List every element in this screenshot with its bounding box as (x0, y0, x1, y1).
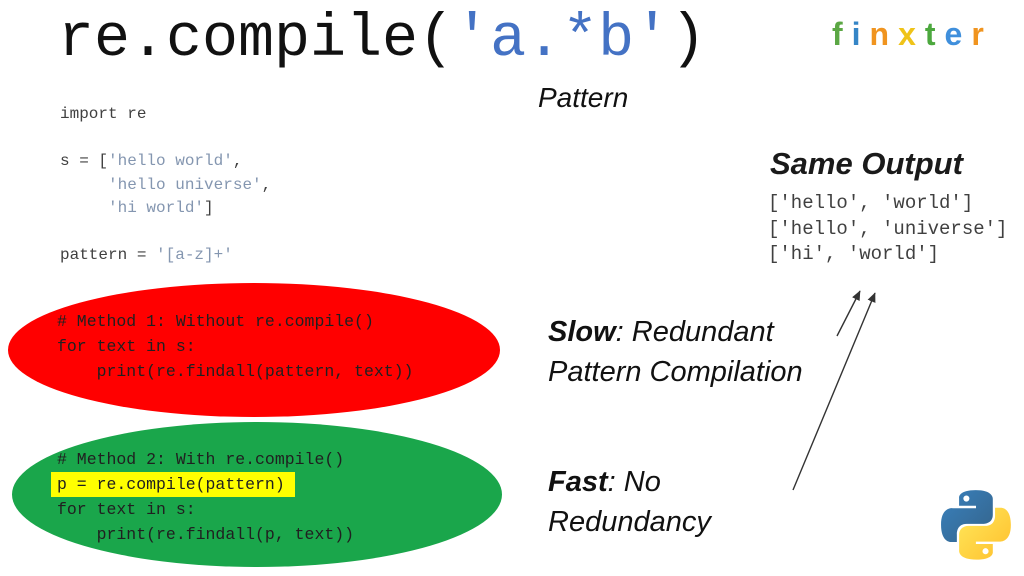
code-line: # Method 1: Without re.compile() (57, 312, 374, 331)
code-line: # Method 2: With re.compile() (57, 450, 345, 469)
code-line (60, 127, 271, 151)
python-logo-icon (941, 490, 1011, 560)
fast-rest: : No (607, 466, 661, 498)
title-prefix: re.compile( (58, 6, 455, 74)
setup-code-block: import re s = ['hello world', 'hello uni… (60, 103, 271, 268)
same-output-heading: Same Output (770, 146, 963, 181)
code-line: 'hi world'] (108, 199, 214, 217)
output-line: ['hello', 'world'] (768, 192, 974, 214)
output-line: ['hi', 'world'] (768, 243, 940, 265)
python-logo-blue-snake (941, 490, 993, 543)
code-line: pattern = '[a-z]+' (60, 246, 233, 264)
brand-letter: t (924, 16, 945, 52)
code-line: for text in s: (57, 337, 196, 356)
arrow-fast-to-output (792, 292, 876, 491)
brand-letter: i (851, 16, 870, 52)
code-line: print(re.findall(pattern, text)) (57, 362, 414, 381)
output-line: ['hello', 'universe'] (768, 217, 1008, 240)
python-logo-yellow-snake (959, 507, 1011, 560)
brand-letter: r (971, 16, 993, 52)
brand-letter: n (869, 16, 899, 52)
code-line: s = ['hello world', (60, 152, 243, 170)
title-pattern-arg: 'a.*b' (454, 6, 671, 74)
code-line: import re (60, 105, 147, 123)
slow-rest: : Redundant (615, 316, 774, 348)
title-suffix: ) (670, 6, 707, 74)
brand-letter: x (898, 16, 925, 52)
slide-title: re.compile('a.*b') (58, 2, 706, 78)
brand-letter: e (944, 16, 972, 52)
code-line: 'hello universe', (108, 175, 272, 194)
code-line: p = re.compile(pattern) (51, 472, 295, 497)
slow-line2: Pattern Compilation (548, 356, 803, 388)
brand-letter: f (832, 16, 852, 52)
method2-code-block: # Method 2: With re.compile() p = re.comp… (51, 447, 355, 547)
finxter-logo: finxter (832, 16, 993, 53)
output-block: ['hello', 'world'] ['hello', 'universe']… (768, 191, 1007, 268)
fast-line2: Redundancy (548, 506, 711, 538)
arrow-slow-to-output (836, 290, 861, 337)
fast-word: Fast (548, 466, 608, 498)
slow-word: Slow (548, 316, 616, 348)
pattern-annotation-label: Pattern (538, 82, 629, 113)
method1-red-ellipse (8, 283, 500, 417)
code-line: print(re.findall(p, text)) (57, 525, 355, 544)
code-line (60, 221, 271, 245)
method1-code-block: # Method 1: Without re.compile() for text… (57, 309, 413, 384)
code-line: for text in s: (57, 500, 196, 519)
fast-annotation: Fast: No Redundancy (548, 462, 711, 542)
